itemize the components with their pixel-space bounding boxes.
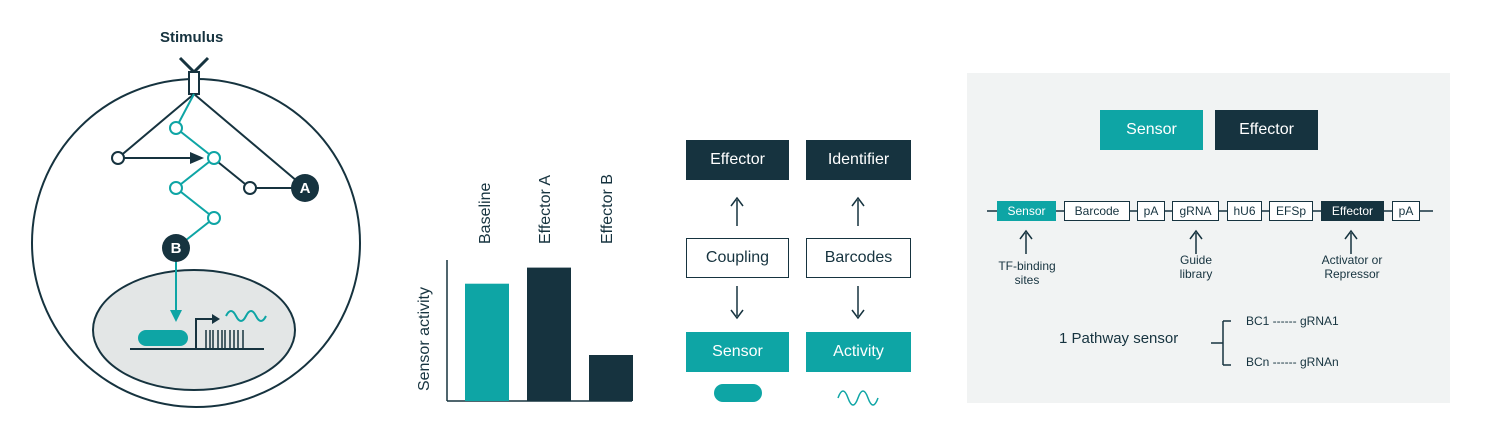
sensor-box: Sensor	[686, 332, 789, 372]
construct-effector: Effector	[1321, 201, 1384, 221]
bc1-mapping: BC1 ------ gRNA1	[1246, 314, 1339, 328]
cell-svg	[31, 56, 361, 408]
nucleus	[92, 269, 296, 391]
flow-diagram: Effector Identifier Coupling Barcodes Se…	[680, 130, 940, 410]
sensor-pill-icon	[714, 384, 762, 402]
bar-label-baseline: Baseline	[477, 182, 494, 244]
sensor-pill	[138, 330, 188, 346]
construct-panel	[967, 73, 1450, 403]
construct-grna: gRNA	[1172, 201, 1219, 221]
construct-efsp: EFSp	[1269, 201, 1313, 221]
barcodes-box: Barcodes	[806, 238, 911, 278]
legend-effector: Effector	[1215, 110, 1318, 150]
annot-tf-binding: TF-binding sites	[998, 259, 1056, 287]
stimulus-label: Stimulus	[160, 29, 224, 46]
node-a-label: A	[299, 180, 311, 197]
construct-pa-1: pA	[1137, 201, 1165, 221]
bar-effector-a	[527, 267, 571, 401]
flow-arrows	[714, 196, 879, 406]
cell-diagram: Stimulus	[0, 0, 370, 430]
bar-chart: Sensor activity Baseline Effector A Effe…	[400, 140, 660, 410]
identifier-box: Identifier	[806, 140, 911, 180]
construct-backbone	[987, 210, 1433, 366]
activity-wave-icon	[837, 390, 879, 406]
construct-hu6: hU6	[1227, 201, 1262, 221]
barcode-icon	[205, 330, 244, 348]
node-b	[162, 234, 190, 262]
bcn-mapping: BCn ------ gRNAn	[1246, 355, 1339, 369]
bar-baseline	[465, 283, 509, 401]
legend-sensor: Sensor	[1100, 110, 1203, 150]
receptor-icon	[178, 56, 210, 75]
y-axis-label: Sensor activity	[416, 286, 433, 392]
annot-activator: Activator or Repressor	[1321, 253, 1383, 281]
annot-guide-library: Guide library	[1179, 253, 1213, 281]
bar-label-effector-b: Effector B	[599, 174, 616, 244]
effector-box: Effector	[686, 140, 789, 180]
construct-sensor: Sensor	[997, 201, 1056, 221]
bar-effector-b	[589, 355, 633, 401]
construct-barcode: Barcode	[1064, 201, 1130, 221]
chart-svg	[446, 260, 633, 402]
pathway-sensor-label: 1 Pathway sensor	[1059, 330, 1179, 347]
transcript-wave	[225, 310, 267, 322]
construct-pa-2: pA	[1392, 201, 1420, 221]
activity-box: Activity	[806, 332, 911, 372]
node-a	[291, 174, 319, 202]
coupling-box: Coupling	[686, 238, 789, 278]
node-b-label: B	[170, 240, 182, 257]
bar-label-effector-a: Effector A	[537, 174, 554, 244]
